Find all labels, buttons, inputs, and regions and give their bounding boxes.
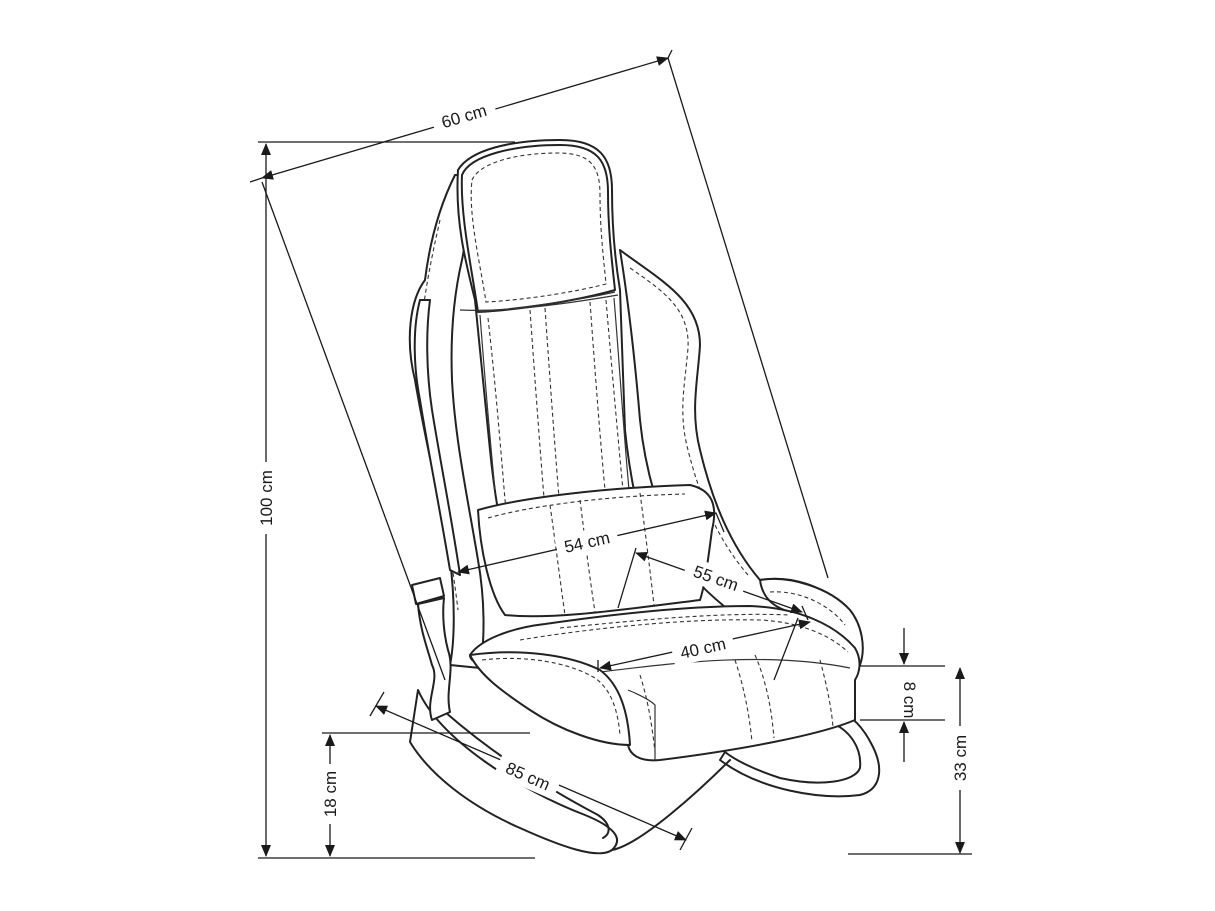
dimension-cushion-thickness: 8 cm xyxy=(860,628,945,762)
label-8cm: 8 cm xyxy=(900,682,919,719)
dimension-rocker-height: 18 cm xyxy=(318,732,530,857)
label-18cm: 18 cm xyxy=(321,771,340,817)
dimension-seat-inner-width: 40 cm xyxy=(597,617,811,681)
dimension-height-total: 100 cm xyxy=(254,143,535,859)
dimension-seat-height: 33 cm xyxy=(848,667,972,855)
seat-cushion xyxy=(469,605,861,762)
label-33cm: 33 cm xyxy=(951,735,970,781)
extension-lines-top xyxy=(258,57,829,681)
backrest xyxy=(456,139,651,601)
chair-illustration xyxy=(408,139,881,855)
dimension-depth-top: 60 cm xyxy=(249,49,673,183)
dimension-seat-depth: 55 cm xyxy=(617,547,809,621)
label-100cm: 100 cm xyxy=(257,470,276,526)
